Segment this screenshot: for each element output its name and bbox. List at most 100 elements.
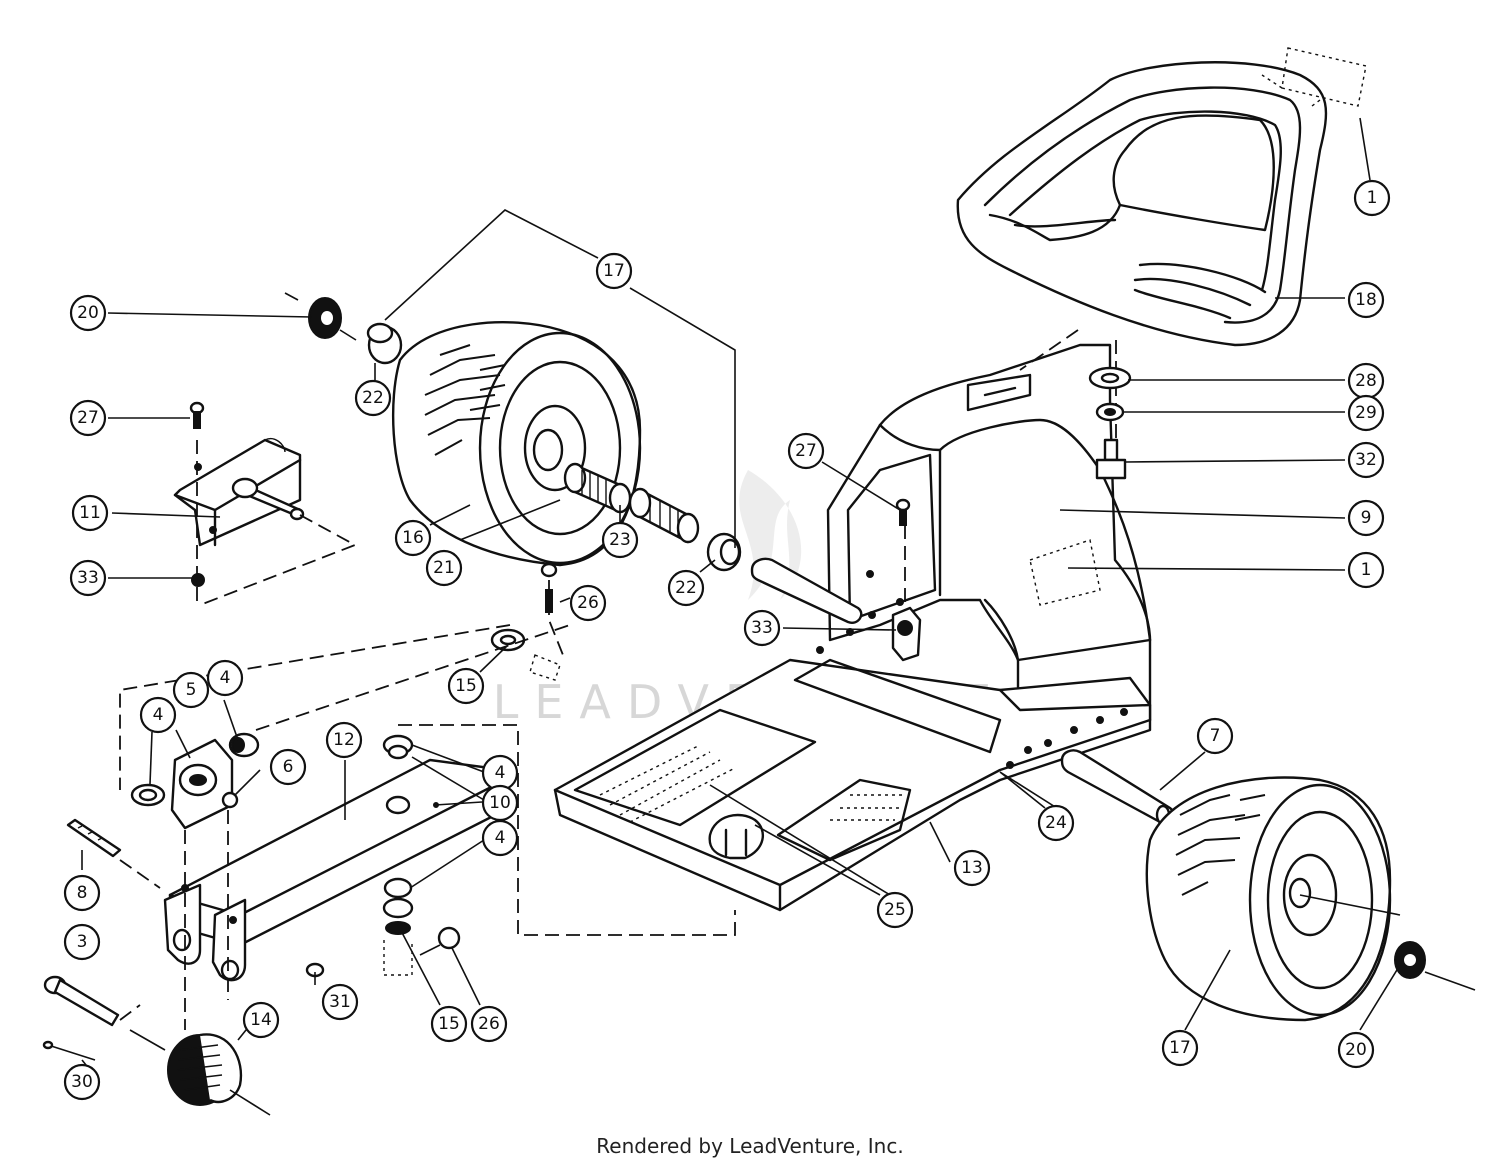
- callout-4-upper: 4: [206, 659, 244, 697]
- callout-22-center: 22: [667, 569, 705, 607]
- callout-22-top: 22: [354, 379, 392, 417]
- fitting-part-bottom: [419, 926, 461, 956]
- svg-text:20: 20: [77, 303, 99, 323]
- svg-text:4: 4: [495, 763, 506, 783]
- svg-text:1: 1: [1361, 560, 1372, 580]
- svg-text:25: 25: [884, 900, 906, 920]
- bushing-part: [366, 322, 742, 572]
- cotter-part: [42, 1040, 96, 1061]
- callout-20-bottom: 20: [1337, 1031, 1375, 1069]
- svg-text:4: 4: [220, 668, 231, 688]
- callout-23: 23: [601, 521, 639, 559]
- callout-18: 18: [1347, 281, 1385, 319]
- svg-text:33: 33: [77, 568, 99, 588]
- nut-part-top: [284, 292, 357, 341]
- callout-20-top: 20: [69, 294, 107, 332]
- parts-diagram: LEADVENTURE: [42, 47, 1476, 1116]
- rear-axle-part: [1060, 749, 1175, 826]
- fender-part: [826, 329, 1152, 722]
- svg-text:16: 16: [402, 528, 424, 548]
- svg-text:22: 22: [362, 388, 384, 408]
- front-wheel-part: [391, 321, 642, 567]
- svg-text:20: 20: [1345, 1040, 1367, 1060]
- svg-text:33: 33: [751, 618, 773, 638]
- svg-text:14: 14: [250, 1010, 272, 1030]
- callout-3: 3: [63, 923, 101, 961]
- callout-21: 21: [425, 549, 463, 587]
- callout-30: 30: [63, 1063, 101, 1101]
- callout-29: 29: [1347, 394, 1385, 432]
- svg-text:13: 13: [961, 858, 983, 878]
- assembly-lines: [119, 440, 906, 1030]
- bolt-part-8: [66, 818, 122, 858]
- svg-text:28: 28: [1355, 371, 1377, 391]
- svg-text:15: 15: [438, 1014, 460, 1034]
- callout-15-bottom: 15: [430, 1005, 468, 1043]
- svg-text:11: 11: [79, 503, 101, 523]
- callout-9: 9: [1347, 499, 1385, 537]
- svg-text:15: 15: [455, 676, 477, 696]
- svg-text:26: 26: [577, 593, 599, 613]
- callout-25: 25: [876, 891, 914, 929]
- svg-text:31: 31: [329, 992, 351, 1012]
- svg-text:4: 4: [153, 705, 164, 725]
- bolt-part-left: [189, 401, 205, 429]
- callout-11: 11: [71, 494, 109, 532]
- pedal-part: [708, 813, 765, 860]
- callout-14: 14: [242, 1001, 280, 1039]
- decal-left: [573, 708, 817, 827]
- callout-1-center: 1: [1347, 551, 1385, 589]
- svg-text:4: 4: [495, 828, 506, 848]
- svg-text:18: 18: [1355, 290, 1377, 310]
- callout-17-bottom: 17: [1161, 1029, 1199, 1067]
- leader-lines: [81, 117, 1401, 1071]
- callout-10: 10: [481, 784, 519, 822]
- caster-wheel-part: [129, 1029, 271, 1116]
- nut-part-left: [191, 573, 205, 587]
- callout-17-top: 17: [595, 252, 633, 290]
- nut-part-center: [891, 606, 922, 662]
- spindle-plate-part: [130, 732, 260, 830]
- bracket-part: [173, 438, 305, 547]
- decal-upper: [793, 658, 1002, 754]
- svg-text:27: 27: [77, 408, 99, 428]
- svg-text:9: 9: [1361, 508, 1372, 528]
- svg-text:22: 22: [675, 578, 697, 598]
- callout-26-top: 26: [569, 584, 607, 622]
- washer-part-top: [490, 628, 561, 681]
- seat-part: [956, 61, 1328, 347]
- callout-31: 31: [321, 983, 359, 1021]
- svg-text:3: 3: [77, 932, 88, 952]
- callout-4-left: 4: [139, 696, 177, 734]
- decal-box-top: [1261, 47, 1367, 107]
- seat-hardware: [1088, 366, 1132, 480]
- footer-credit: Rendered by LeadVenture, Inc.: [596, 1134, 904, 1158]
- callout-24: 24: [1037, 804, 1075, 842]
- callout-4-right-bottom: 4: [481, 819, 519, 857]
- callout-32: 32: [1347, 441, 1385, 479]
- callout-26-bottom: 26: [470, 1005, 508, 1043]
- callout-28: 28: [1347, 362, 1385, 400]
- callout-6: 6: [269, 748, 307, 786]
- svg-text:23: 23: [609, 530, 631, 550]
- svg-text:6: 6: [283, 757, 294, 777]
- svg-text:26: 26: [478, 1014, 500, 1034]
- svg-text:21: 21: [433, 558, 455, 578]
- decal-right: [776, 778, 912, 862]
- svg-text:10: 10: [489, 793, 511, 813]
- callout-7: 7: [1196, 717, 1234, 755]
- callout-12: 12: [325, 721, 363, 759]
- svg-text:24: 24: [1045, 813, 1067, 833]
- svg-text:27: 27: [795, 441, 817, 461]
- svg-text:8: 8: [77, 883, 88, 903]
- callout-27-left: 27: [69, 399, 107, 437]
- callout-8: 8: [63, 874, 101, 912]
- svg-text:7: 7: [1210, 726, 1221, 746]
- svg-text:5: 5: [186, 680, 197, 700]
- svg-text:29: 29: [1355, 403, 1377, 423]
- fitting-part-top: [540, 562, 558, 613]
- callout-33-center: 33: [743, 609, 781, 647]
- svg-text:17: 17: [603, 261, 625, 281]
- svg-text:12: 12: [333, 730, 355, 750]
- callout-33-left: 33: [69, 559, 107, 597]
